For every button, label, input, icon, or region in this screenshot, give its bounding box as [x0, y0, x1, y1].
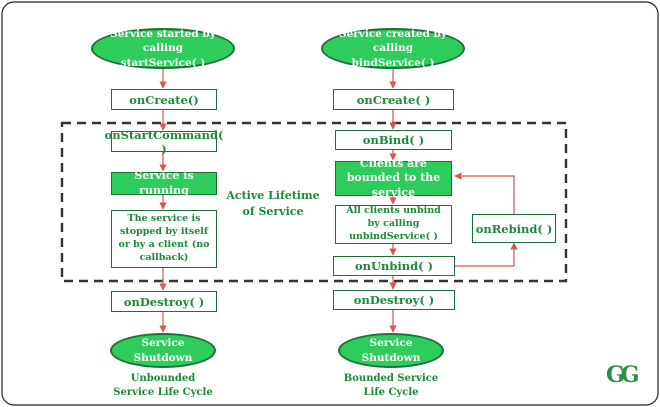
- node-service-stopped: The service is stopped by itself or by a…: [111, 210, 217, 268]
- arrow-unbind-to-rebind: [455, 242, 518, 267]
- node-onrebind: onRebind( ): [472, 214, 556, 243]
- node-service-running: Service is running: [111, 169, 217, 197]
- node-onstartcommand: onStartCommand( ): [104, 127, 224, 156]
- node-right-service-shutdown: Service Shutdown: [338, 333, 444, 368]
- node-right-ondestroy: onDestroy( ): [333, 290, 455, 310]
- node-right-oncreate: onCreate( ): [333, 89, 454, 110]
- node-clients-unbind-all: All clients unbind by calling unbindServ…: [335, 205, 452, 244]
- node-start-service: Service started by calling startService(…: [91, 28, 235, 69]
- caption-bounded-service: Bounded Service Life Cycle: [343, 373, 439, 398]
- node-clients-bounded: Clients are bounded to the service: [335, 157, 452, 199]
- node-left-ondestroy: onDestroy( ): [111, 291, 217, 312]
- active-lifetime-label: Active Lifetime of Service: [226, 189, 320, 218]
- node-bind-service: Service created by calling bindService( …: [321, 28, 465, 69]
- caption-unbounded-service: Unbounded Service Life Cycle: [113, 373, 213, 398]
- node-onunbind: onUnbind( ): [333, 256, 455, 276]
- active-lifetime-region: [60, 121, 568, 283]
- node-left-oncreate: onCreate(): [111, 89, 217, 110]
- arrow-rebind-to-clients: [454, 172, 515, 214]
- node-onbind: onBind( ): [335, 130, 452, 150]
- node-left-service-shutdown: Service Shutdown: [110, 333, 216, 368]
- gfg-logo: GG: [606, 362, 640, 388]
